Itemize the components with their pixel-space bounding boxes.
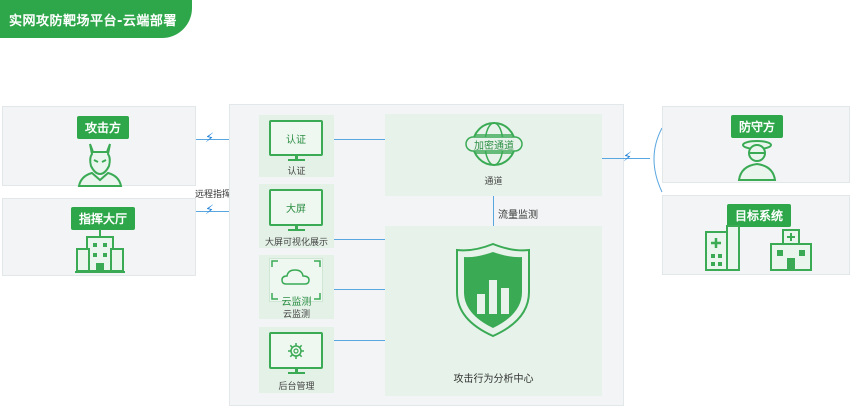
office-icon [770,229,812,271]
cloud-link [334,289,385,290]
remote-command-label: 远程指挥 [195,190,232,200]
analysis-caption: 攻击行为分析中心 [453,374,534,385]
cloud-caption: 云监测 [282,310,310,320]
hospital-icon [705,225,740,271]
monitor-stand [295,156,298,159]
shield-chart-icon [456,242,530,338]
hacker-icon [77,143,123,187]
bigscreen-module: 大屏 大屏可视化展示 [259,184,334,248]
command-link [196,211,230,212]
auth-link [334,139,385,140]
lightning-icon: ⚡ [623,150,633,165]
auth-caption: 认证 [287,167,306,177]
backend-link [334,340,385,341]
lightning-icon: ⚡ [205,203,215,218]
monitor-base [288,159,305,161]
bigscreen-link [334,239,385,240]
building-icon [75,229,125,273]
backend-caption: 后台管理 [278,382,315,392]
channel-caption: 通道 [484,177,503,187]
cloud-icon [271,260,321,300]
link-bracket [653,127,663,193]
gear-icon [288,342,304,359]
monitor-base [288,229,305,231]
defender-link [602,158,650,159]
traffic-monitor-label: 流量监测 [498,210,538,221]
defender-icon [737,140,777,181]
attacker-panel: 攻击方 [2,106,196,187]
command-panel: 指挥大厅 [2,198,196,276]
globe-icon [465,122,523,166]
attacker-label: 攻击方 [77,116,130,139]
monitor-stand [295,369,298,372]
bigscreen-monitor: 大屏 [269,189,323,226]
defender-panel: 防守方 [662,106,850,183]
monitor-stand [295,226,298,229]
lightning-icon: ⚡ [205,131,215,146]
bigscreen-caption: 大屏可视化展示 [264,238,328,248]
page-title: 实网攻防靶场平台-云端部署 [0,0,192,38]
target-panel: 目标系统 [662,195,850,275]
analysis-block: 攻击行为分析中心 [385,226,602,396]
encrypted-channel-label: 加密通道 [474,141,514,152]
cloud-screen-text: 云监测 [281,297,312,308]
auth-module: 认证 认证 [259,115,334,177]
cloud-monitor-module: 云监测 云监测 [259,255,334,320]
target-label: 目标系统 [727,204,792,227]
channel-block: 加密通道 通道 [385,114,602,196]
backend-module: 后台管理 [259,327,334,393]
traffic-link [493,196,494,226]
command-label: 指挥大厅 [71,207,136,230]
backend-monitor [269,332,323,369]
auth-monitor: 认证 [269,120,323,156]
attacker-link [196,139,230,140]
defender-label: 防守方 [731,115,784,138]
monitor-base [288,372,305,374]
